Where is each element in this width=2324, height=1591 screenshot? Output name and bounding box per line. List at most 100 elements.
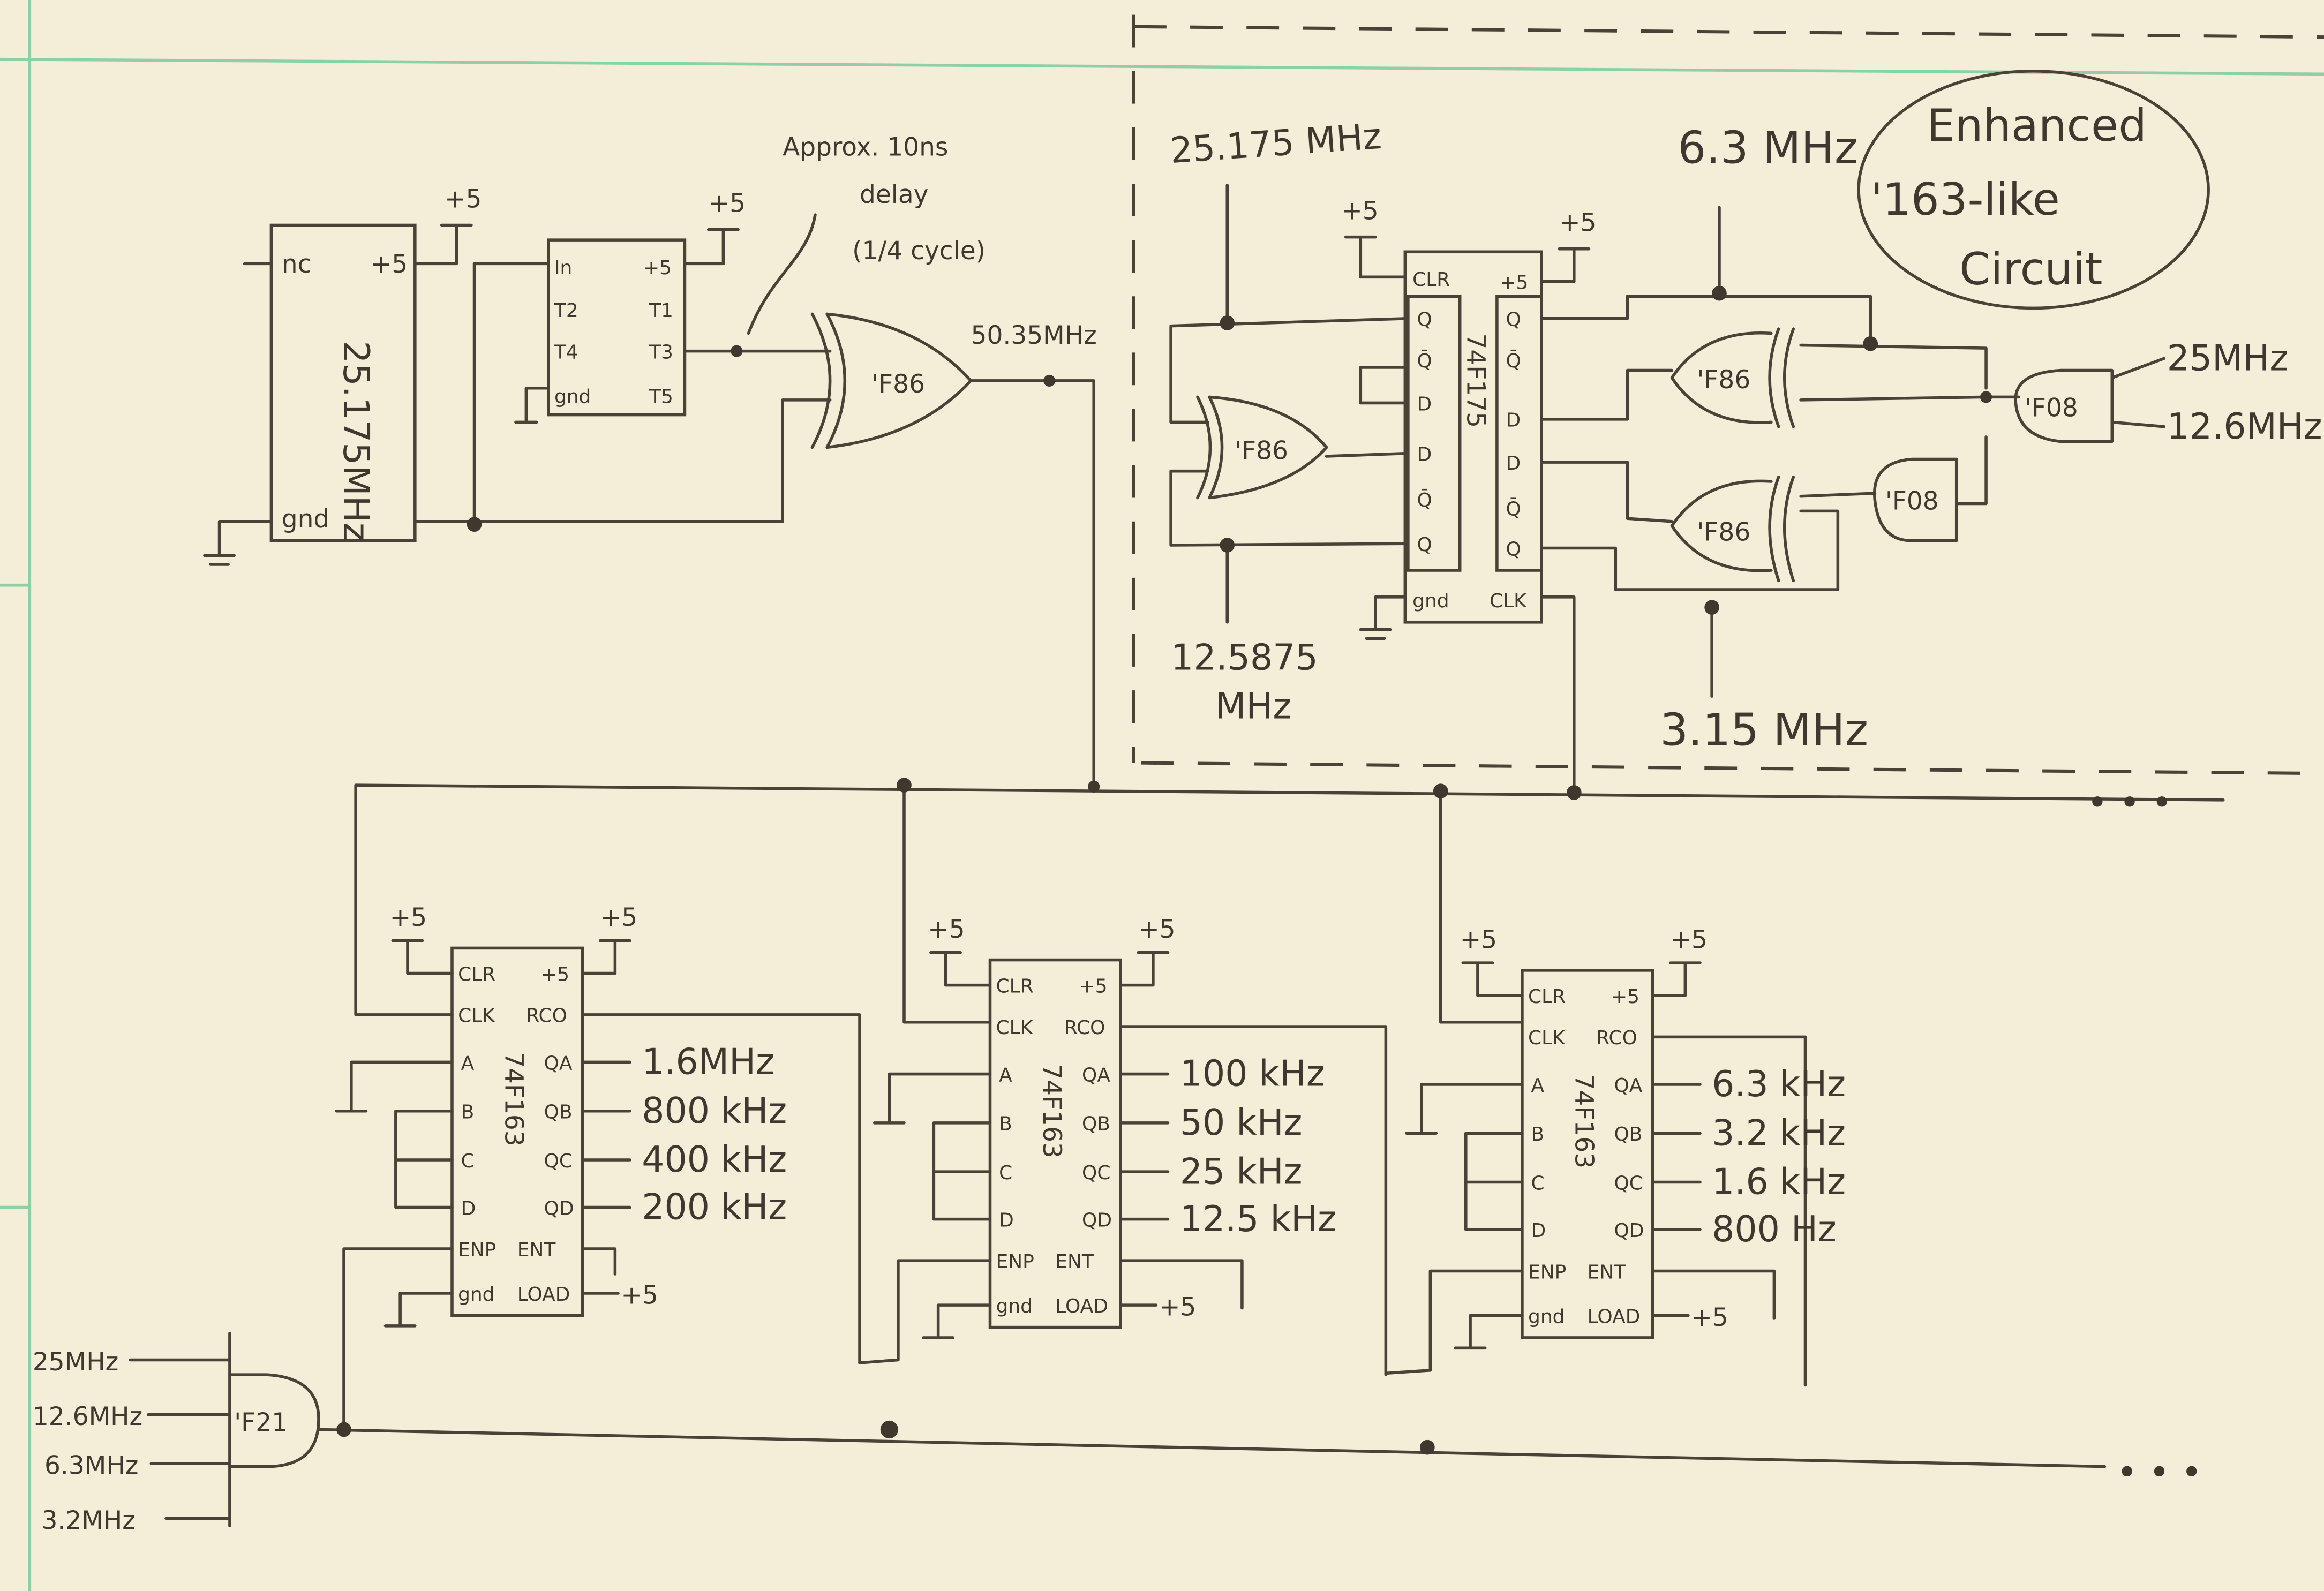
signal-12mhz-unit: MHz (1215, 685, 1291, 727)
input-label: 3.2MHz (41, 1506, 135, 1535)
pin-vcc: +5 (643, 257, 672, 279)
input-label: 6.3MHz (44, 1451, 138, 1480)
pin-q: Q (1506, 538, 1521, 560)
gate-label: 'F08 (2025, 393, 2078, 423)
ground-tie (1405, 1083, 1524, 1231)
pin-qc: QC (1082, 1162, 1110, 1184)
clock-bus-branch (902, 783, 1524, 1024)
output-label: 800 Hz (1712, 1208, 1837, 1250)
pin-gnd: gnd (996, 1295, 1033, 1317)
enable-bus (317, 1247, 2107, 1468)
pin-t2: T2 (554, 300, 578, 322)
pin-t4: T4 (554, 341, 578, 363)
pin-qd: QD (544, 1197, 574, 1219)
pin-t1: T1 (649, 300, 673, 322)
gate-label: 'F86 (1235, 436, 1288, 466)
pin-ent: ENT (517, 1239, 556, 1261)
supply-label: +5 (1671, 925, 1708, 954)
pin-c: C (461, 1150, 475, 1172)
pin-qn: Q̄ (1506, 349, 1521, 372)
pin-d: D (999, 1209, 1014, 1231)
pin-b: B (461, 1102, 475, 1123)
output-label: 50 kHz (1180, 1102, 1303, 1143)
and4-inputs: 25MHz 12.6MHz 6.3MHz 3.2MHz (33, 1347, 231, 1535)
ground-tie (873, 1072, 992, 1221)
supply-label: +5 (1341, 196, 1378, 225)
pin-c: C (999, 1162, 1012, 1184)
supply-label: +5 (1159, 1292, 1196, 1322)
pin-rco: RCO (1596, 1027, 1637, 1049)
ground-icon (1359, 595, 1407, 640)
note-line: delay (860, 180, 928, 209)
wire (1169, 184, 1410, 424)
enhanced-circuit-boundary (1132, 14, 2324, 775)
xor-gate-f86: 'F86 (1670, 327, 1795, 428)
pin-vcc: +5 (1500, 272, 1528, 293)
input-label: 25MHz (33, 1347, 118, 1377)
pin-clk: CLK (1490, 590, 1527, 612)
output-label: 25 kHz (1180, 1150, 1303, 1192)
pin-gnd: gnd (1412, 590, 1449, 612)
output-label: 100 kHz (1180, 1053, 1325, 1095)
ground-icon (203, 519, 273, 566)
pin-vcc: +5 (371, 250, 408, 279)
pin-q: Q (1506, 309, 1521, 331)
pin-d: D (1531, 1220, 1546, 1242)
output-label: 3.2 kHz (1712, 1112, 1846, 1153)
wire (1954, 435, 1988, 506)
output-label: 1.6 kHz (1712, 1161, 1846, 1203)
output-25mhz-label: 25MHz (2167, 337, 2289, 379)
ground-icon (514, 387, 550, 424)
pin-qn: Q̄ (1417, 489, 1432, 512)
wire (969, 379, 1095, 787)
pin-qn: Q̄ (1506, 497, 1521, 521)
wire (413, 398, 832, 523)
xor-gate-f86: 'F86 (810, 312, 973, 449)
pin-qc: QC (1614, 1172, 1643, 1194)
pin-load: LOAD (1588, 1306, 1641, 1328)
pin-vcc: +5 (1611, 986, 1639, 1008)
xor-gate-f86: 'F86 (1196, 395, 1328, 500)
pin-clk: CLK (458, 1005, 495, 1027)
continuation-ellipsis: • • • (2117, 1451, 2202, 1493)
xor-gate-f86: 'F86 (1670, 475, 1795, 583)
wire (2110, 357, 2165, 428)
gate-label: 'F86 (871, 370, 925, 399)
pin-clr: CLR (458, 963, 495, 985)
pin-b: B (999, 1113, 1012, 1135)
pin-d: D (461, 1197, 476, 1219)
gate-label: 'F08 (1885, 487, 1939, 516)
pin-qb: QB (544, 1102, 573, 1123)
signal-3mhz-label: 3.15 MHz (1660, 704, 1868, 756)
pin-qa: QA (1614, 1075, 1643, 1097)
output-label: 6.3 kHz (1712, 1063, 1846, 1105)
supply-label: +5 (1138, 915, 1175, 944)
and-gate-f08: 'F08 (1872, 457, 1958, 542)
paper-rule-top (0, 57, 2324, 76)
part-label: 74F175 (1461, 333, 1491, 428)
wire (1540, 492, 1877, 698)
pin-vcc: +5 (1079, 975, 1108, 997)
pin-t3: T3 (649, 341, 673, 363)
pin-qd: QD (1614, 1220, 1644, 1242)
supply-label: +5 (600, 903, 637, 932)
pin-c: C (1531, 1172, 1545, 1194)
input-label: 12.6MHz (33, 1402, 142, 1431)
continuation-ellipsis: • • • (2087, 781, 2172, 823)
supply-label: +5 (445, 184, 482, 214)
pin-gnd: gnd (1528, 1306, 1565, 1328)
output-label: 400 kHz (642, 1138, 787, 1180)
pin-a: A (1531, 1075, 1545, 1097)
pin-clr: CLR (996, 975, 1034, 997)
pin-clk: CLK (996, 1017, 1034, 1039)
pin-q: Q (1417, 309, 1432, 331)
pin-qa: QA (1082, 1064, 1110, 1086)
pin-qb: QB (1082, 1113, 1110, 1135)
pin-load: LOAD (1055, 1295, 1108, 1317)
pin-clr: CLR (1412, 269, 1450, 291)
pin-vcc: +5 (541, 963, 569, 985)
